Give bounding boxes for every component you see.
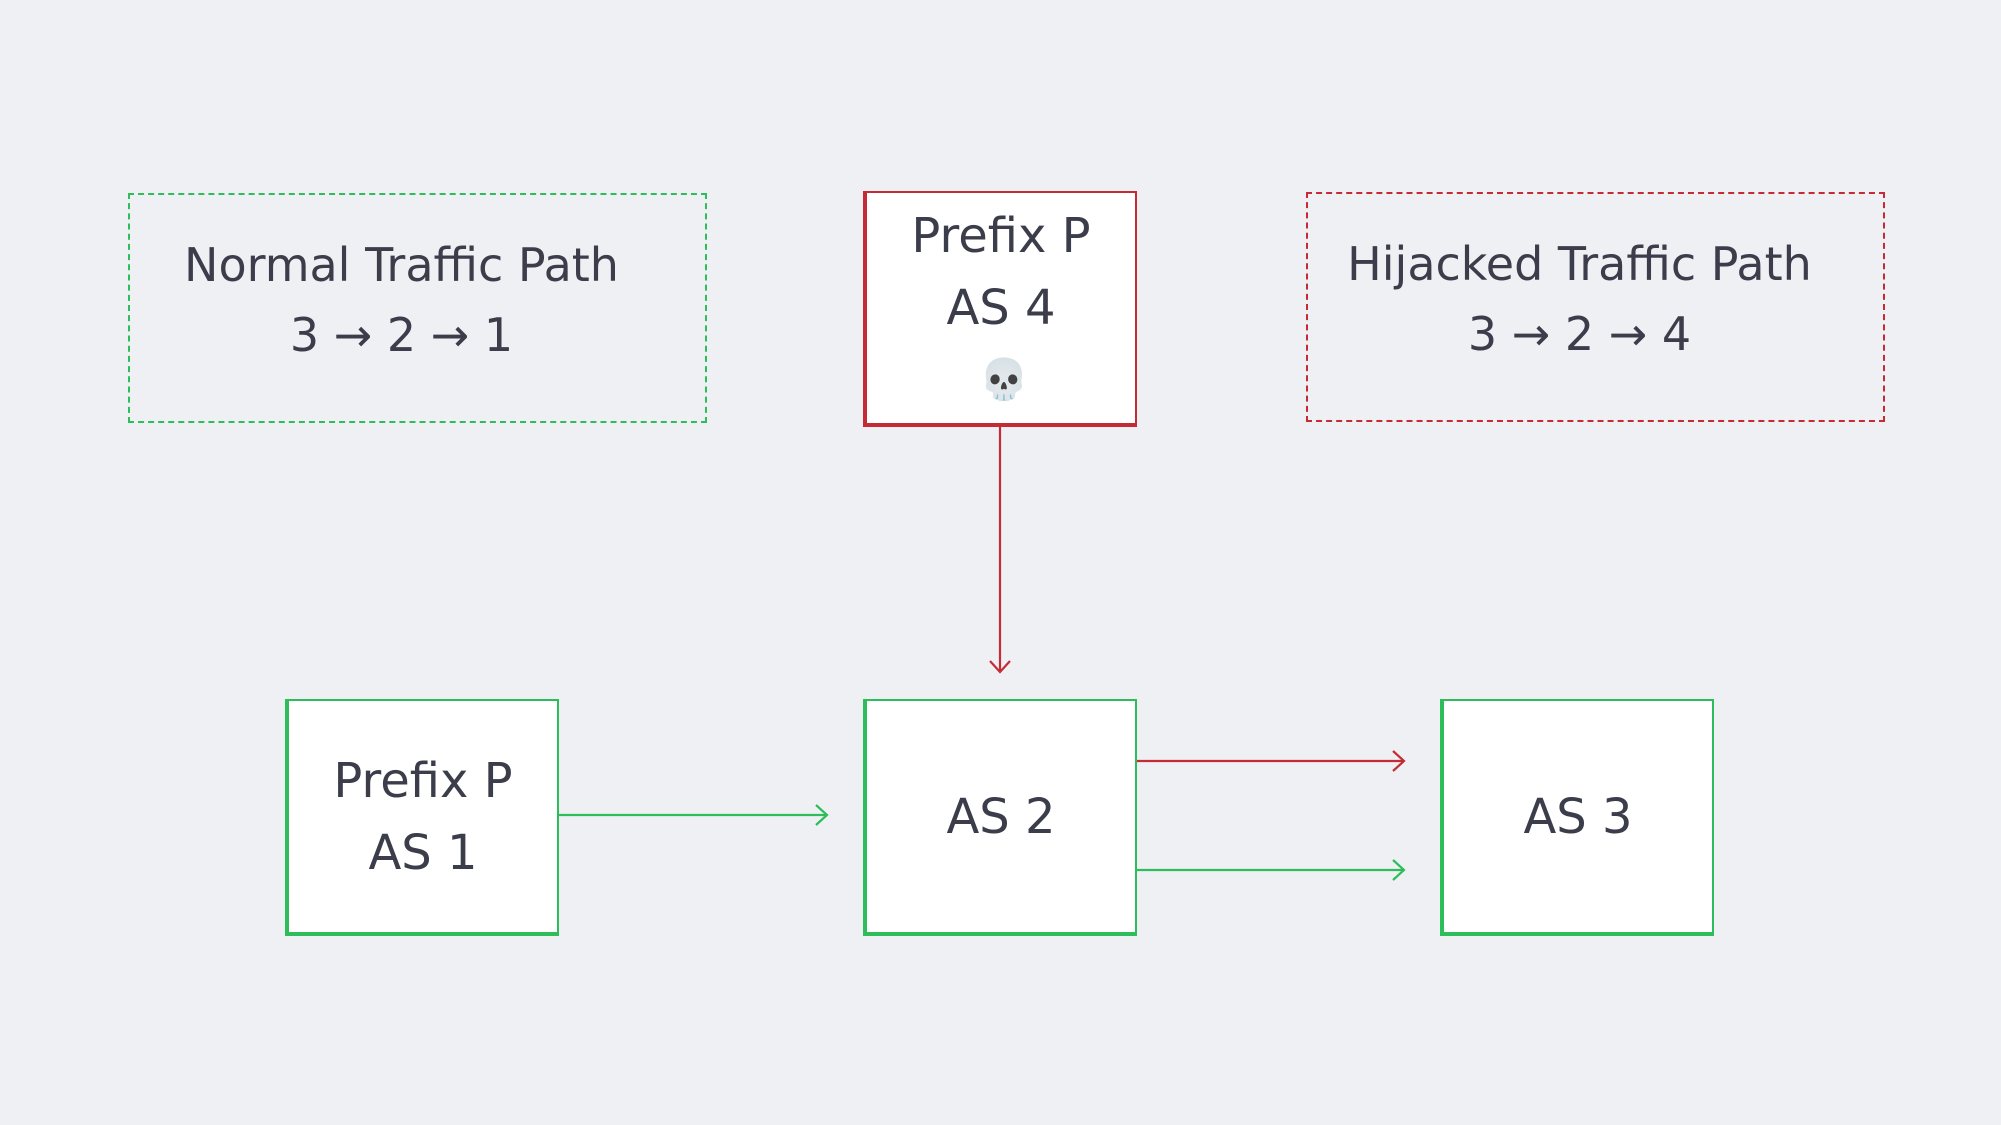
legend-hijacked-traffic-path: Hijacked Traffic Path 3 → 2 → 4 <box>1306 192 1885 422</box>
skull-icon: 💀 <box>979 357 1029 403</box>
node-as1-origin: Prefix P AS 1 <box>285 699 559 936</box>
node-as2-transit: AS 2 <box>863 699 1137 936</box>
arrowhead-icon <box>989 660 1011 674</box>
edge-as2-to-as3-normal <box>1137 859 1406 881</box>
node-as1-prefix-label: Prefix P <box>333 752 513 809</box>
legend-normal-traffic-path: Normal Traffic Path 3 → 2 → 1 <box>128 193 707 423</box>
node-as4-as-line: AS 4 💀 <box>946 272 1055 416</box>
node-as2-as-label: AS 2 <box>946 788 1056 845</box>
node-as4-prefix-label: Prefix P <box>911 208 1091 264</box>
legend-normal-title: Normal Traffic Path <box>184 238 619 292</box>
node-as4-as-label: AS 4 <box>946 280 1056 336</box>
node-as3-source: AS 3 <box>1440 699 1714 936</box>
edge-as1-to-as2-normal <box>559 804 829 826</box>
edge-as2-to-as3-hijacked <box>1137 750 1406 772</box>
legend-hijacked-title: Hijacked Traffic Path <box>1347 237 1812 291</box>
node-as4-hijacker: Prefix P AS 4 💀 <box>863 191 1137 427</box>
node-as1-as-label: AS 1 <box>368 824 478 881</box>
legend-hijacked-path: 3 → 2 → 4 <box>1467 307 1692 361</box>
node-as3-as-label: AS 3 <box>1523 788 1633 845</box>
arrowhead-icon <box>1392 750 1406 772</box>
arrowhead-icon <box>815 804 829 826</box>
edge-as4-to-as2-hijacked <box>989 427 1011 674</box>
arrowhead-icon <box>1392 859 1406 881</box>
legend-normal-path: 3 → 2 → 1 <box>289 308 514 362</box>
